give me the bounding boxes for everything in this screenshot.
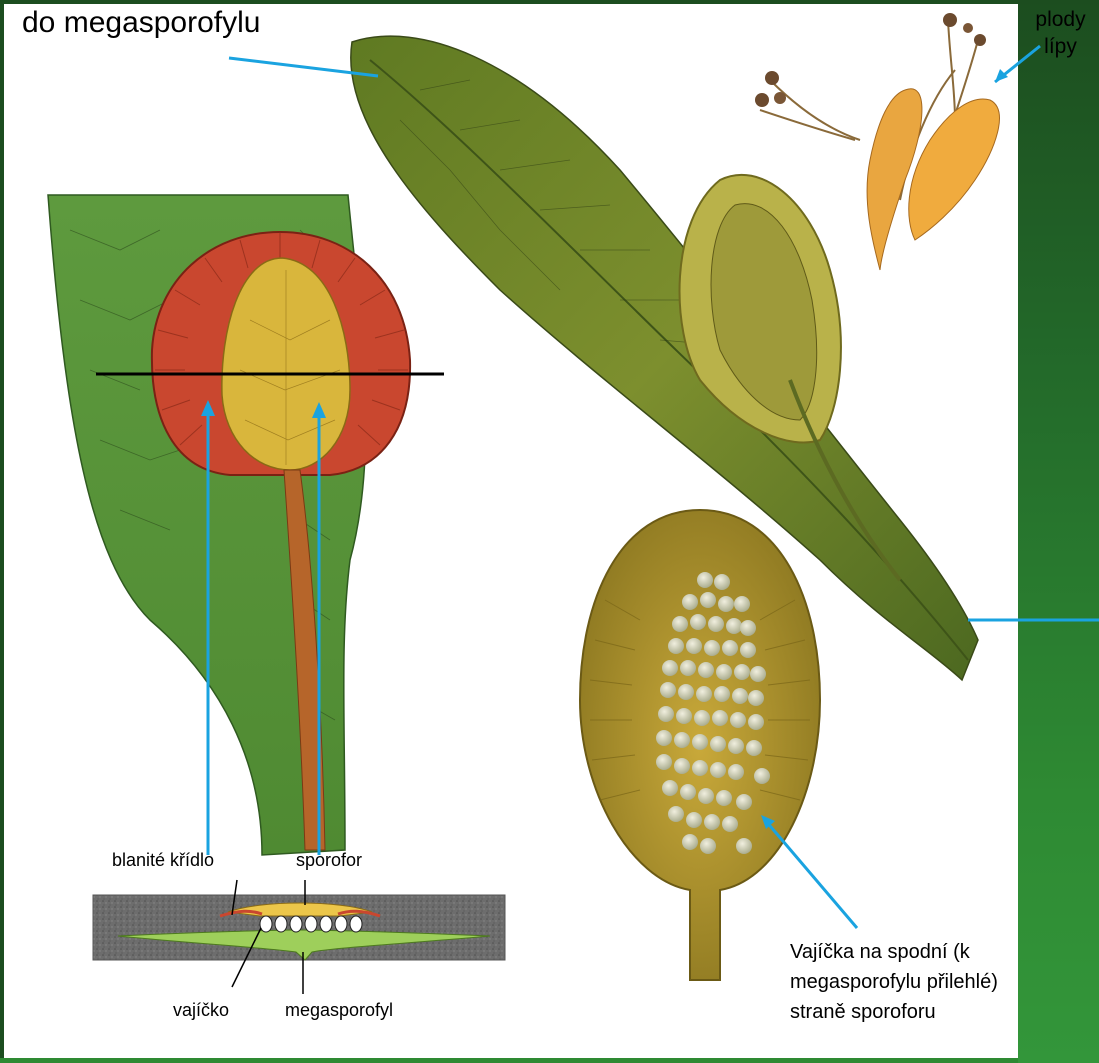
ovule-label: vajíčko — [173, 1000, 229, 1021]
megasporophyll-label: megasporofyl — [285, 1000, 393, 1021]
detached-sporophore — [580, 510, 820, 980]
sporophore-label: sporofor — [296, 850, 362, 871]
wing-label: blanité křídlo — [112, 850, 214, 871]
title-label: do megasporofylu — [22, 6, 260, 40]
pointer-ovules — [765, 820, 857, 928]
cross-section-diagram — [93, 880, 505, 994]
corner-fruit-label: plody lípy — [1022, 6, 1099, 60]
ovules-note-label: Vajíčka na spodní (k megasporofylu přile… — [790, 937, 1020, 1027]
